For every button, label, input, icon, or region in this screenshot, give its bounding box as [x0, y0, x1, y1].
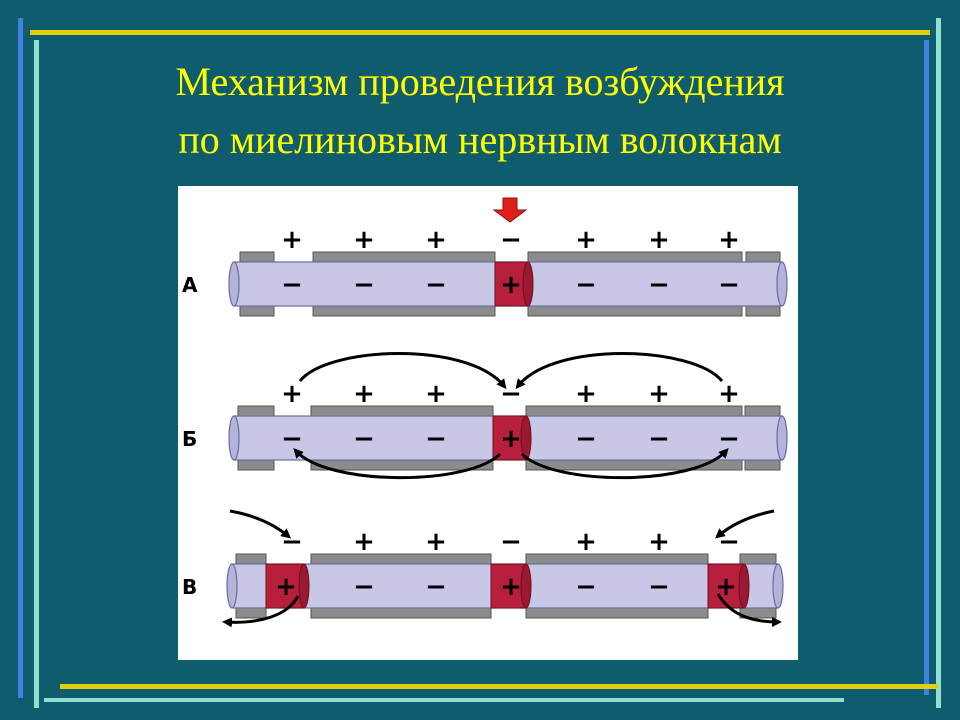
- outside-charge-sign: +: [281, 225, 303, 255]
- outside-charge-sign: +: [425, 527, 447, 557]
- axon-end-right: [776, 415, 788, 461]
- outside-charge-sign: +: [425, 379, 447, 409]
- node-edge: [520, 415, 532, 461]
- inside-charge-sign: −: [281, 270, 303, 300]
- inside-charge-sign: −: [425, 270, 447, 300]
- inside-charge-sign: +: [715, 572, 737, 602]
- inside-charge-sign: −: [575, 270, 597, 300]
- inside-charge-sign: −: [575, 572, 597, 602]
- node-edge: [298, 563, 310, 609]
- inside-charge-sign: −: [353, 572, 375, 602]
- fiber-row-1: А + + + − + + + − − − + − − −: [182, 225, 788, 317]
- inside-charge-sign: −: [353, 270, 375, 300]
- outside-charge-sign: +: [575, 225, 597, 255]
- outgoing-arrow-right: [716, 593, 782, 627]
- axon-end-left: [228, 415, 240, 461]
- frame-left-blue: [18, 18, 23, 698]
- stimulus-arrow-icon: [492, 197, 528, 223]
- row-label: В: [182, 575, 197, 599]
- inside-charge-sign: −: [648, 572, 670, 602]
- frame-bottom-yellow: [60, 684, 938, 689]
- outside-charge-sign: +: [648, 225, 670, 255]
- outside-charge-sign: +: [718, 379, 740, 409]
- myelinated-fiber-diagram: А + + + − + + + − − − + − − − Б + + + − + + + − − − + − − − В − + + − + + − + −…: [178, 186, 798, 660]
- fiber-row-2: Б+++−+++−−−+−−−: [182, 379, 788, 471]
- outside-charge-sign: +: [648, 379, 670, 409]
- inside-charge-sign: −: [648, 270, 670, 300]
- active-node-of-ranvier: [490, 563, 527, 609]
- frame-top-yellow: [30, 30, 930, 35]
- inside-charge-sign: −: [425, 572, 447, 602]
- row-label: Б: [182, 427, 197, 451]
- axon-end-right: [772, 563, 784, 609]
- axon-end-left: [226, 563, 238, 609]
- inside-charge-sign: +: [500, 424, 522, 454]
- node-edge: [522, 261, 534, 307]
- inside-charge-sign: +: [275, 572, 297, 602]
- inside-charge-sign: −: [353, 424, 375, 454]
- outside-charge-sign: +: [648, 527, 670, 557]
- inside-charge-sign: −: [425, 424, 447, 454]
- node-edge: [738, 563, 750, 609]
- fiber-row-3: В−++−++−+−−+−−+: [182, 527, 784, 619]
- inside-charge-sign: +: [500, 270, 522, 300]
- outgoing-arrow-left: [222, 595, 300, 628]
- current-arrow-bottom-left: [293, 448, 502, 480]
- active-node-of-ranvier: [265, 563, 305, 609]
- outside-charge-sign: +: [575, 527, 597, 557]
- axon-end-right: [776, 261, 788, 307]
- inside-charge-sign: −: [718, 424, 740, 454]
- inside-charge-sign: +: [500, 572, 522, 602]
- current-arrow-top-right: [515, 352, 724, 390]
- incoming-arrow-left: [229, 509, 292, 539]
- current-arrow-top-left: [298, 352, 507, 390]
- inside-charge-sign: −: [718, 270, 740, 300]
- outside-charge-sign: +: [718, 225, 740, 255]
- incoming-arrow-right: [714, 509, 775, 539]
- outside-charge-sign: +: [353, 225, 375, 255]
- frame-left-cyan: [34, 40, 39, 708]
- current-arrow-bottom-right: [520, 448, 729, 480]
- row-label: А: [182, 273, 198, 297]
- outside-charge-sign: −: [500, 527, 522, 557]
- slide-title-line1: Механизм проведения возбуждения: [175, 59, 785, 104]
- outside-charge-sign: −: [500, 225, 522, 255]
- decorative-frame: [18, 18, 941, 708]
- outside-charge-sign: +: [425, 225, 447, 255]
- frame-bottom-cyan: [44, 698, 844, 702]
- inside-charge-sign: −: [575, 424, 597, 454]
- outside-charge-sign: +: [353, 379, 375, 409]
- node-edge: [520, 563, 532, 609]
- inside-charge-sign: −: [281, 424, 303, 454]
- frame-right-cyan: [936, 18, 941, 708]
- axon-end-left: [228, 261, 240, 307]
- outside-charge-sign: +: [281, 379, 303, 409]
- outside-charge-sign: +: [353, 527, 375, 557]
- inside-charge-sign: −: [648, 424, 670, 454]
- slide-title-line2: по миелиновым нервным волокнам: [178, 117, 782, 162]
- propagation-arrows-c: [222, 509, 782, 628]
- outside-charge-sign: +: [575, 379, 597, 409]
- local-current-arrows-b: [293, 352, 729, 480]
- frame-right-blue: [924, 40, 929, 695]
